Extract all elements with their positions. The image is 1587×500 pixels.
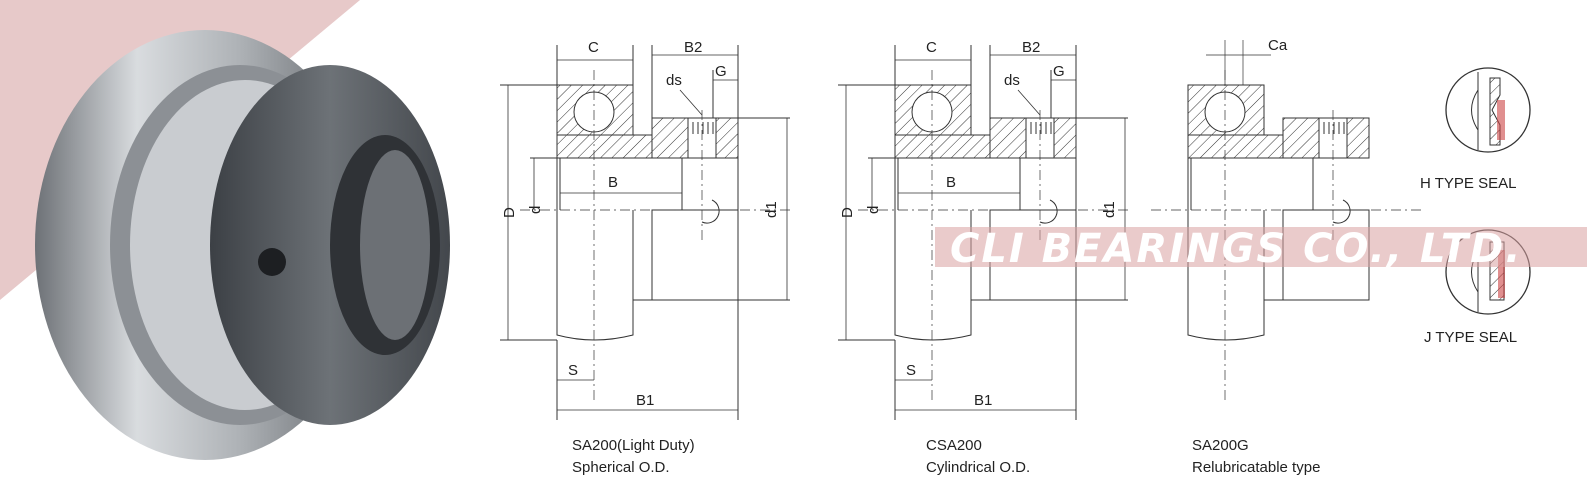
- model-description: Relubricatable type: [1192, 459, 1320, 476]
- screw-hole: [1332, 199, 1351, 224]
- screw-hole: [1039, 199, 1058, 224]
- outer-ring-outline: [894, 158, 972, 341]
- seal-label: H TYPE SEAL: [1420, 175, 1516, 192]
- dim-B: B: [608, 174, 618, 191]
- model-description: Spherical O.D.: [572, 459, 670, 476]
- outer-ring-outline: [556, 158, 634, 341]
- set-screw-icon: [258, 248, 286, 276]
- dim-B2: B2: [1022, 39, 1040, 56]
- diagram-sa200g: Ca SA200G Relubricatable type: [1192, 37, 1320, 476]
- drawing-line: [1017, 89, 1041, 116]
- model-name: CSA200: [926, 437, 982, 454]
- seal-details: H TYPE SEAL J TYPE SEAL: [1420, 67, 1531, 346]
- dim-C: C: [588, 39, 599, 56]
- model-name: SA200(Light Duty): [572, 437, 695, 454]
- dim-B1: B1: [636, 392, 654, 409]
- dim-G: G: [1053, 63, 1065, 80]
- product-photo: CLI: [0, 0, 450, 460]
- svg-text:CLI BEARINGS CO., LTD.: CLI BEARINGS CO., LTD.: [950, 226, 1523, 272]
- seal-label: J TYPE SEAL: [1424, 329, 1517, 346]
- technical-drawings: [500, 40, 1421, 420]
- screw-hole: [701, 199, 720, 224]
- dim-d1: d1: [1101, 201, 1118, 218]
- dim-D: D: [501, 207, 518, 218]
- dim-D: D: [839, 207, 856, 218]
- dim-B: B: [946, 174, 956, 191]
- dim-B2: B2: [684, 39, 702, 56]
- dim-G: G: [715, 63, 727, 80]
- dim-d1: d1: [763, 201, 780, 218]
- dim-B1: B1: [974, 392, 992, 409]
- h-type-seal: H TYPE SEAL: [1420, 67, 1531, 192]
- outer-ring-outline: [1187, 158, 1265, 341]
- dim-ds: ds: [666, 72, 682, 89]
- model-name: SA200G: [1192, 437, 1249, 454]
- diagram-csa200: C B2 G ds B D d d1 S B1 CSA200 Cylindric…: [839, 39, 1118, 476]
- dim-d: d: [865, 206, 882, 214]
- dim-S: S: [568, 362, 578, 379]
- drawing-line: [679, 89, 703, 116]
- diagram-sa200: C B2 G ds B D d d1 S B1 SA200(Light Duty…: [501, 39, 780, 476]
- dim-ds: ds: [1004, 72, 1020, 89]
- dim-C: C: [926, 39, 937, 56]
- dim-Ca: Ca: [1268, 37, 1288, 54]
- collar-outline: [651, 209, 739, 301]
- model-description: Cylindrical O.D.: [926, 459, 1030, 476]
- dim-d: d: [527, 206, 544, 214]
- dim-S: S: [906, 362, 916, 379]
- watermark: CLI BEARINGS CO., LTD.: [935, 226, 1587, 272]
